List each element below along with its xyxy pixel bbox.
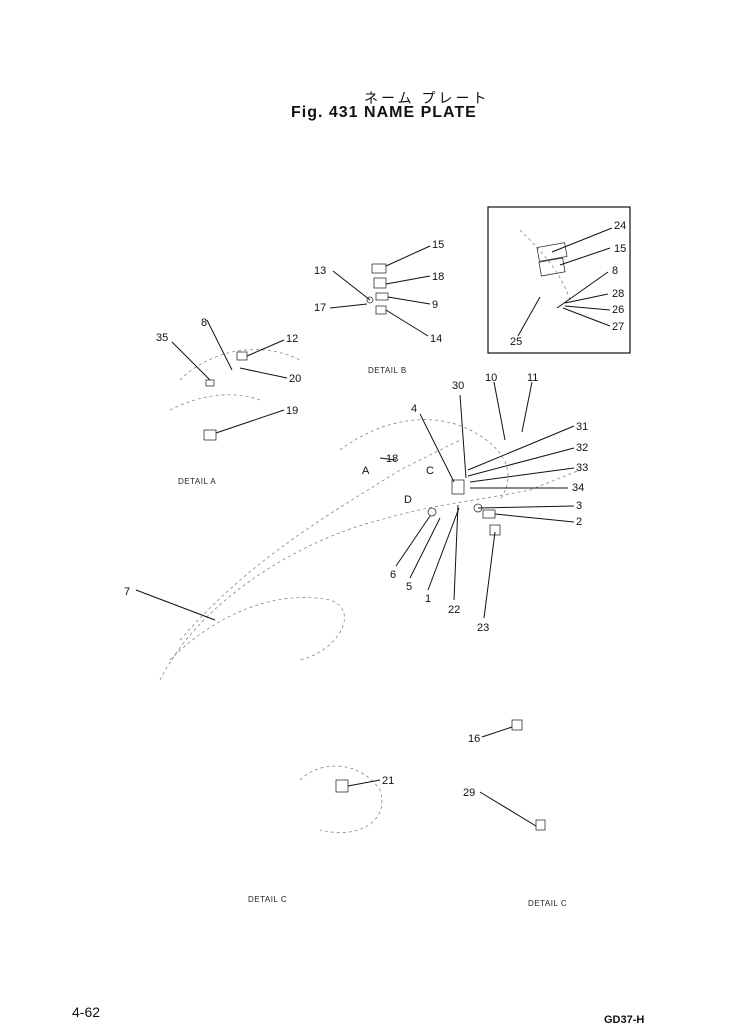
callout-35: 35 bbox=[156, 332, 168, 344]
callout-1: 1 bbox=[425, 593, 431, 605]
callout-4: 4 bbox=[411, 403, 417, 415]
callout-21: 21 bbox=[382, 775, 394, 787]
callout-27: 27 bbox=[612, 321, 624, 333]
callout-17: 17 bbox=[314, 302, 326, 314]
callout-24: 24 bbox=[614, 220, 626, 232]
figure-title-japanese: ネーム プレート bbox=[364, 90, 490, 106]
callout-33: 33 bbox=[576, 462, 588, 474]
leader-lines bbox=[135, 227, 613, 827]
view-letter-c: C bbox=[426, 465, 434, 477]
callout-30: 30 bbox=[452, 380, 464, 392]
callout-28: 28 bbox=[612, 288, 624, 300]
callout-5: 5 bbox=[406, 581, 412, 593]
callout-12: 12 bbox=[286, 333, 298, 345]
callout-20: 20 bbox=[289, 373, 301, 385]
view-letter-a: A bbox=[362, 465, 370, 477]
callout-18: 18 bbox=[432, 271, 444, 283]
view-letter-d: D bbox=[404, 494, 412, 506]
view-letters: A C D bbox=[362, 465, 434, 506]
callout-13: 13 bbox=[314, 265, 326, 277]
callout-6: 6 bbox=[390, 569, 396, 581]
callout-18: 18 bbox=[386, 453, 398, 465]
callout-22: 22 bbox=[448, 604, 460, 616]
callout-8: 8 bbox=[612, 265, 618, 277]
callout-15: 15 bbox=[614, 243, 626, 255]
callout-2: 2 bbox=[576, 516, 582, 528]
callout-labels: 24 15 8 28 26 27 25 15 18 9 14 13 17 12 … bbox=[124, 220, 626, 799]
callout-31: 31 bbox=[576, 421, 588, 433]
detail-inset-frame bbox=[487, 206, 631, 354]
callout-23: 23 bbox=[477, 622, 489, 634]
part-shapes bbox=[203, 242, 568, 831]
callout-15: 15 bbox=[432, 239, 444, 251]
callout-32: 32 bbox=[576, 442, 588, 454]
callout-11: 11 bbox=[527, 372, 538, 384]
page-number: 4-62 bbox=[72, 1004, 101, 1020]
detail-c-caption-left: DETAIL C bbox=[248, 895, 287, 904]
callout-29: 29 bbox=[463, 787, 475, 799]
detail-b-caption: DETAIL B bbox=[368, 366, 407, 375]
model-code: GD37-H bbox=[604, 1014, 645, 1026]
callout-16: 16 bbox=[468, 733, 480, 745]
figure-title: Fig. 431 NAME PLATE bbox=[291, 104, 477, 121]
callout-25: 25 bbox=[510, 336, 522, 348]
callout-3: 3 bbox=[576, 500, 582, 512]
callout-34: 34 bbox=[572, 482, 584, 494]
callout-8: 8 bbox=[201, 317, 207, 329]
callout-9: 9 bbox=[432, 299, 438, 311]
detail-a-caption: DETAIL A bbox=[178, 477, 216, 486]
callout-10: 10 bbox=[485, 372, 497, 384]
callout-19: 19 bbox=[286, 405, 298, 417]
machine-sketch bbox=[159, 229, 581, 833]
callout-14: 14 bbox=[430, 333, 442, 345]
callout-26: 26 bbox=[612, 304, 624, 316]
detail-c-caption-right: DETAIL C bbox=[528, 899, 567, 908]
callout-7: 7 bbox=[124, 586, 130, 598]
detail-captions: DETAIL A DETAIL B DETAIL C DETAIL C bbox=[178, 366, 567, 908]
